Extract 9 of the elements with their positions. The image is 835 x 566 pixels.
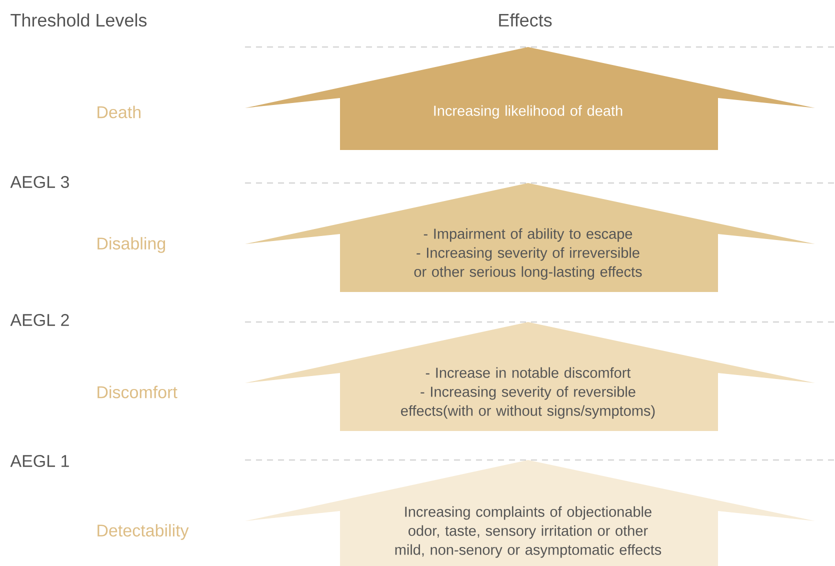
heading: Threshold Levels [10,13,147,27]
level-label: Death [98,106,140,118]
level-label: Detectability [98,524,189,540]
threshold-label: AEGL 1 [10,454,69,468]
threshold-label: AEGL 2 [10,314,69,326]
heading: Effects [499,13,552,27]
level-label: Disabling [98,237,166,253]
level-label: Discomfort [98,386,178,398]
threshold-label: AEGL 3 [10,176,69,188]
